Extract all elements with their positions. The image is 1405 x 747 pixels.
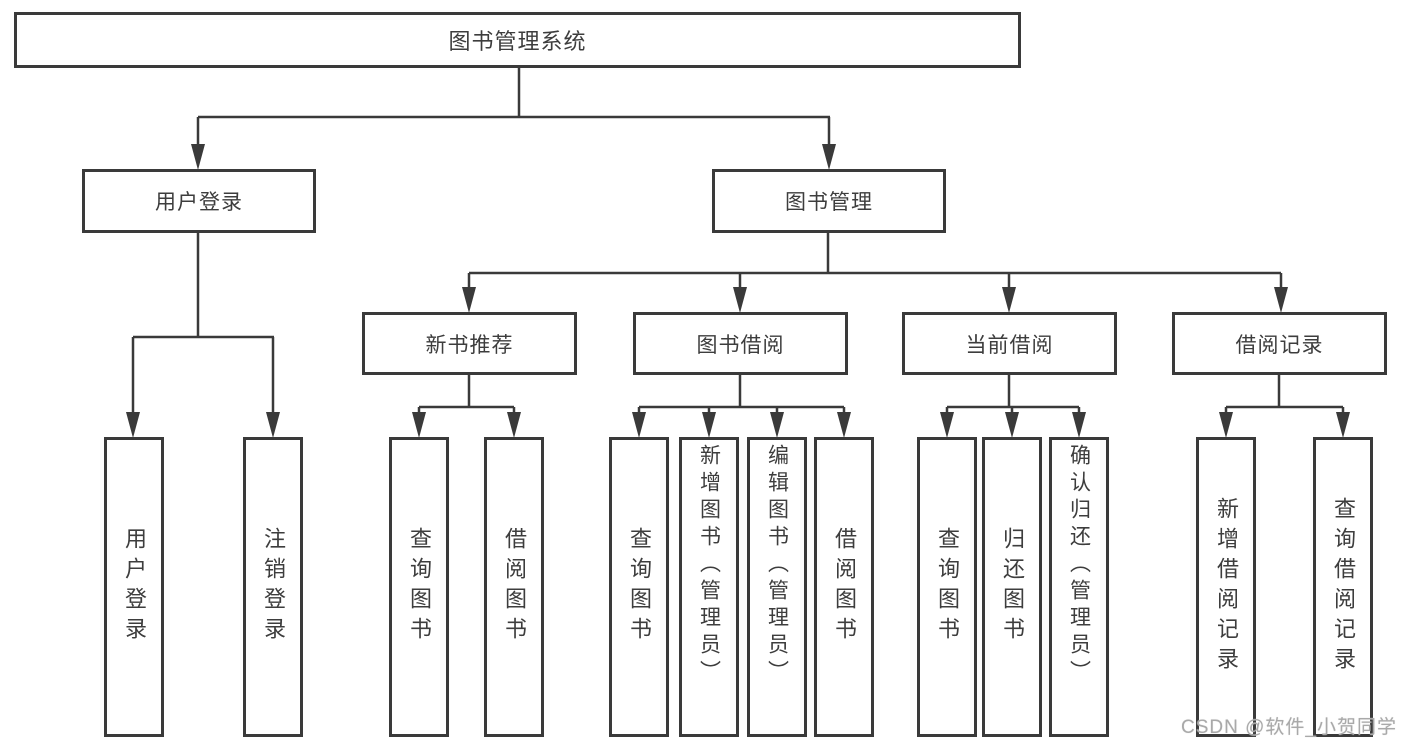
node-label: 新书推荐 [425, 333, 514, 357]
leaf-borrow-books: 借阅图书 [484, 437, 544, 737]
leaf-user-login: 用户登录 [104, 437, 164, 737]
node-label: 编辑图书（管理员） [765, 444, 789, 687]
node-label: 查询图书 [935, 527, 960, 647]
node-book-management: 图书管理 [712, 169, 946, 233]
leaf-logout: 注销登录 [243, 437, 303, 737]
node-borrowing-records: 借阅记录 [1172, 312, 1387, 375]
node-label: 借阅图书 [832, 527, 857, 647]
node-label: 确认归还（管理员） [1067, 444, 1091, 687]
node-label: 查询图书 [407, 527, 432, 647]
node-label: 借阅记录 [1235, 333, 1324, 357]
node-label: 图书管理系统 [448, 29, 587, 54]
leaf-add-borrow-record: 新增借阅记录 [1196, 437, 1256, 737]
node-label: 当前借阅 [965, 333, 1054, 357]
leaf-borrow-books: 借阅图书 [814, 437, 874, 737]
node-label: 图书管理 [785, 191, 873, 214]
node-new-book-recommend: 新书推荐 [362, 312, 577, 375]
node-label: 归还图书 [1000, 527, 1025, 647]
node-label: 用户登录 [122, 527, 147, 647]
leaf-confirm-return-admin: 确认归还（管理员） [1049, 437, 1109, 737]
leaf-query-books: 查询图书 [389, 437, 449, 737]
leaf-query-books: 查询图书 [609, 437, 669, 737]
node-label: 图书借阅 [696, 333, 785, 357]
node-label: 新增图书（管理员） [697, 444, 721, 687]
node-user-login: 用户登录 [82, 169, 316, 233]
node-current-borrowing: 当前借阅 [902, 312, 1117, 375]
csdn-watermark: CSDN @软件_小贺同学 [1181, 717, 1397, 738]
leaf-edit-books-admin: 编辑图书（管理员） [747, 437, 807, 737]
leaf-query-books: 查询图书 [917, 437, 977, 737]
node-label: 用户登录 [155, 191, 243, 214]
arrowheads [126, 144, 1350, 438]
leaf-return-books: 归还图书 [982, 437, 1042, 737]
node-label: 借阅图书 [502, 527, 527, 647]
node-library-system: 图书管理系统 [14, 12, 1021, 68]
node-label: 查询图书 [627, 527, 652, 647]
leaf-add-books-admin: 新增图书（管理员） [679, 437, 739, 737]
leaf-query-borrow-record: 查询借阅记录 [1313, 437, 1373, 737]
node-label: 注销登录 [261, 527, 286, 647]
node-label: 查询借阅记录 [1331, 497, 1356, 677]
node-book-borrowing: 图书借阅 [633, 312, 848, 375]
node-label: 新增借阅记录 [1214, 497, 1239, 677]
